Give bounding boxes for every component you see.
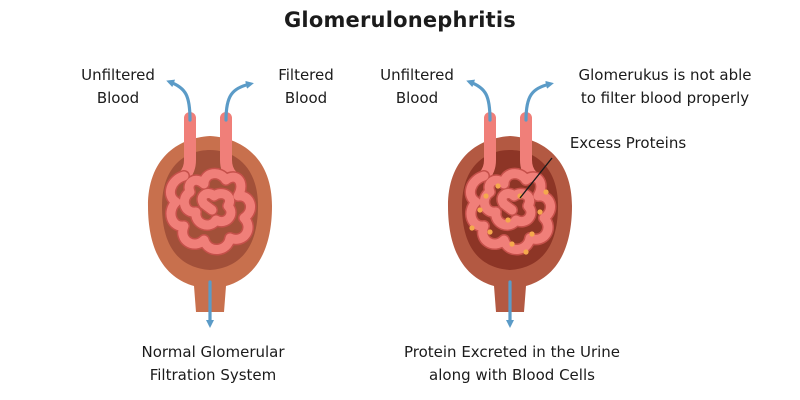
disease-caption: Protein Excreted in the Urine along with… <box>403 343 621 384</box>
disease-efferent-vessel <box>520 112 538 182</box>
disease-unfiltered-blood-label: Unfiltered Blood <box>380 66 454 107</box>
normal-afferent-vessel <box>178 112 196 182</box>
disease-capillary-tuft <box>465 169 555 254</box>
normal-unfiltered-blood-label: Unfiltered Blood <box>81 66 155 107</box>
normal-glomerulus <box>148 79 272 328</box>
excess-proteins-label: Excess Proteins <box>569 134 687 152</box>
diseased-glomerulus <box>448 79 572 328</box>
normal-capillary-tuft <box>165 169 255 254</box>
excess-proteins-leader-line <box>519 157 553 199</box>
normal-inflow-arrow <box>166 79 192 122</box>
disease-outflow-arrow <box>524 80 554 122</box>
disease-inflow-arrow <box>466 79 492 122</box>
normal-efferent-vessel <box>220 112 238 182</box>
normal-outflow-arrow <box>224 80 254 122</box>
protein-deposits <box>469 183 549 255</box>
disease-afferent-vessel <box>478 112 496 182</box>
normal-caption: Normal Glomerular Filtration System <box>141 343 285 384</box>
disease-filter-failure-label: Glomerukus is not able to filter blood p… <box>578 66 752 107</box>
normal-filtered-blood-label: Filtered Blood <box>278 66 334 107</box>
diagram-title: Glomerulonephritis <box>284 8 516 32</box>
